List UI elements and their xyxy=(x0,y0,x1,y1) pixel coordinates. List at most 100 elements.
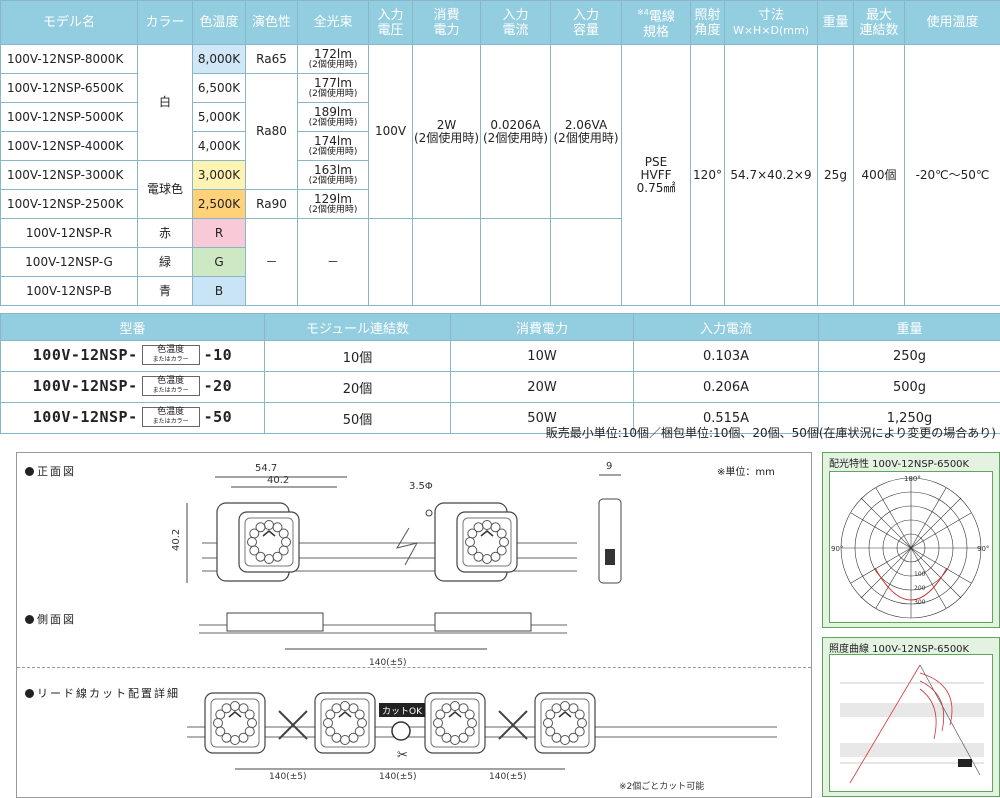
flux-value: 129lm xyxy=(314,192,352,206)
header-model: モデル名 xyxy=(0,0,138,45)
voltage-cell: 100V xyxy=(368,44,413,219)
header-current-text: 入力 電流 xyxy=(502,7,529,38)
temp-cell: 4,000K xyxy=(192,131,246,161)
order-power-cell: 20W xyxy=(450,371,634,403)
flux-cell: 189lm(2個使用時) xyxy=(297,102,369,132)
order-header-current: 入力電流 xyxy=(633,313,819,341)
color-cell: 電球色 xyxy=(137,160,193,219)
option-box-line2: またはカラー xyxy=(152,418,189,426)
header-wire: ※4電線 規格 xyxy=(621,0,691,45)
flux-note: (2個使用時) xyxy=(308,60,358,70)
order-count-cell: 50個 xyxy=(264,402,451,434)
weight-cell: 25g xyxy=(817,44,854,306)
flux-value: 163lm xyxy=(314,163,352,177)
flux-note: (2個使用時) xyxy=(308,89,358,99)
table-row: 100V-12NSP-色温度またはカラー-20 20個 20W 0.206A 5… xyxy=(0,371,1000,403)
front-view-drawing xyxy=(186,474,622,584)
capacity-cell: 2.06VA(2個使用時) xyxy=(550,44,622,219)
dist-label-top: 180° xyxy=(904,475,921,483)
header-wire-text: 電線 規格 xyxy=(642,9,675,40)
cut-ok-badge: カットOK xyxy=(382,706,423,717)
side-view-label: 側面図 xyxy=(25,611,76,627)
illuminance-panel: 照度曲線 100V-12NSP-6500K xyxy=(822,637,1000,797)
spec-table: モデル名 カラー 色温度 演色性 全光束 入力 電圧 消費 電力 入力 電流 入… xyxy=(0,0,1000,306)
option-box-line2: またはカラー xyxy=(152,356,189,364)
wire-note-mark: ※4 xyxy=(637,8,649,18)
illuminance-title: 照度曲線 100V-12NSP-6500K xyxy=(829,644,970,655)
flux-value: 189lm xyxy=(314,105,352,119)
model-cell: 100V-12NSP-G xyxy=(0,247,138,277)
table-row: 100V-12NSP-色温度またはカラー-10 10個 10W 0.103A 2… xyxy=(0,340,1000,372)
order-current-cell: 0.515A xyxy=(633,402,819,434)
model-cell: 100V-12NSP-B xyxy=(0,276,138,306)
option-box-line1: 色温度 xyxy=(157,376,185,387)
order-table: 型番 モジュール連結数 消費電力 入力電流 重量 100V-12NSP-色温度ま… xyxy=(0,313,1000,434)
table-row: 100V-12NSP-3000K 電球色 3,000K 163lm(2個使用時) xyxy=(0,160,1000,219)
maxlink-cell: 400個 xyxy=(853,44,905,306)
scissors-icon: ✂ xyxy=(397,748,408,763)
header-power-text: 消費 電力 xyxy=(433,7,460,38)
temp-cell: B xyxy=(192,276,246,306)
cri-cell: Ra65 xyxy=(245,44,298,74)
empty-cell xyxy=(550,218,622,306)
illuminance-chart xyxy=(829,654,993,792)
header-voltage: 入力 電圧 xyxy=(368,0,413,45)
cut-detail-label: リード線カット配置詳細 xyxy=(25,685,180,701)
table-row: 100V-12NSP-R 赤 R － － xyxy=(0,218,1000,306)
order-model-cell: 100V-12NSP-色温度またはカラー-20 xyxy=(0,371,265,403)
side-view-drawing xyxy=(199,612,567,650)
order-count-cell: 10個 xyxy=(264,340,451,372)
option-box: 色温度またはカラー xyxy=(141,376,200,397)
color-cell: 白 xyxy=(137,44,193,161)
order-power-cell: 10W xyxy=(450,340,634,372)
header-color: カラー xyxy=(137,0,193,45)
flux-note: (2個使用時) xyxy=(308,147,358,157)
power-note: (2個使用時) xyxy=(414,130,479,145)
dim-hole: 3.5Φ xyxy=(409,481,433,492)
front-view-text: 正面図 xyxy=(37,465,76,478)
header-maxlink-text: 最大 連結数 xyxy=(859,7,899,38)
table-row: 100V-12NSP-B 青 B xyxy=(0,276,1000,306)
temp-cell: 6,500K xyxy=(192,73,246,103)
part-prefix: 100V-12NSP- xyxy=(32,376,138,395)
flux-value: 174lm xyxy=(314,134,352,148)
option-box-line2: またはカラー xyxy=(152,387,189,395)
dist-label-right: 90° xyxy=(977,545,989,553)
front-view-label: 正面図 xyxy=(25,463,76,479)
cut-note: ※2個ごとカット可能 xyxy=(619,780,704,792)
order-header-model: 型番 xyxy=(0,313,265,341)
flux-cell: 177lm(2個使用時) xyxy=(297,73,369,103)
dim-width-inner: 40.2 xyxy=(267,475,289,486)
header-angle: 照射 角度 xyxy=(690,0,725,45)
model-cell: 100V-12NSP-R xyxy=(0,218,138,248)
header-weight: 重量 xyxy=(817,0,854,45)
flux-note: (2個使用時) xyxy=(308,205,358,215)
part-suffix: -50 xyxy=(203,407,233,426)
spec-header-row: モデル名 カラー 色温度 演色性 全光束 入力 電圧 消費 電力 入力 電流 入… xyxy=(0,0,1000,45)
temp-cell: 5,000K xyxy=(192,102,246,132)
cri-cell: Ra80 xyxy=(245,73,298,190)
color-cell: 赤 xyxy=(137,218,193,248)
bullet-icon xyxy=(25,467,34,476)
header-size-text: 寸法 xyxy=(757,7,784,23)
dist-label-left: 90° xyxy=(831,545,843,553)
header-power: 消費 電力 xyxy=(412,0,481,45)
option-box: 色温度またはカラー xyxy=(141,345,200,366)
table-row: 100V-12NSP-色温度またはカラー-50 50個 50W 0.515A 1… xyxy=(0,402,1000,434)
table-row: 100V-12NSP-8000K 白 8,000K Ra65 172lm(2個使… xyxy=(0,44,1000,306)
model-cell: 100V-12NSP-8000K xyxy=(0,44,138,74)
model-cell: 100V-12NSP-3000K xyxy=(0,160,138,190)
illuminance-curve xyxy=(836,661,986,785)
optemp-cell: -20℃～50℃ xyxy=(904,44,1000,306)
header-flux: 全光束 xyxy=(297,0,369,45)
order-power-cell: 50W xyxy=(450,402,634,434)
capacity-value: 2.06VA xyxy=(564,117,608,132)
flux-cell: 129lm(2個使用時) xyxy=(297,189,369,219)
current-note: (2個使用時) xyxy=(483,130,548,145)
header-cri: 演色性 xyxy=(245,0,298,45)
dim-width-outer: 54.7 xyxy=(255,463,277,474)
model-cell: 100V-12NSP-5000K xyxy=(0,102,138,132)
cri-cell: － xyxy=(245,218,298,306)
